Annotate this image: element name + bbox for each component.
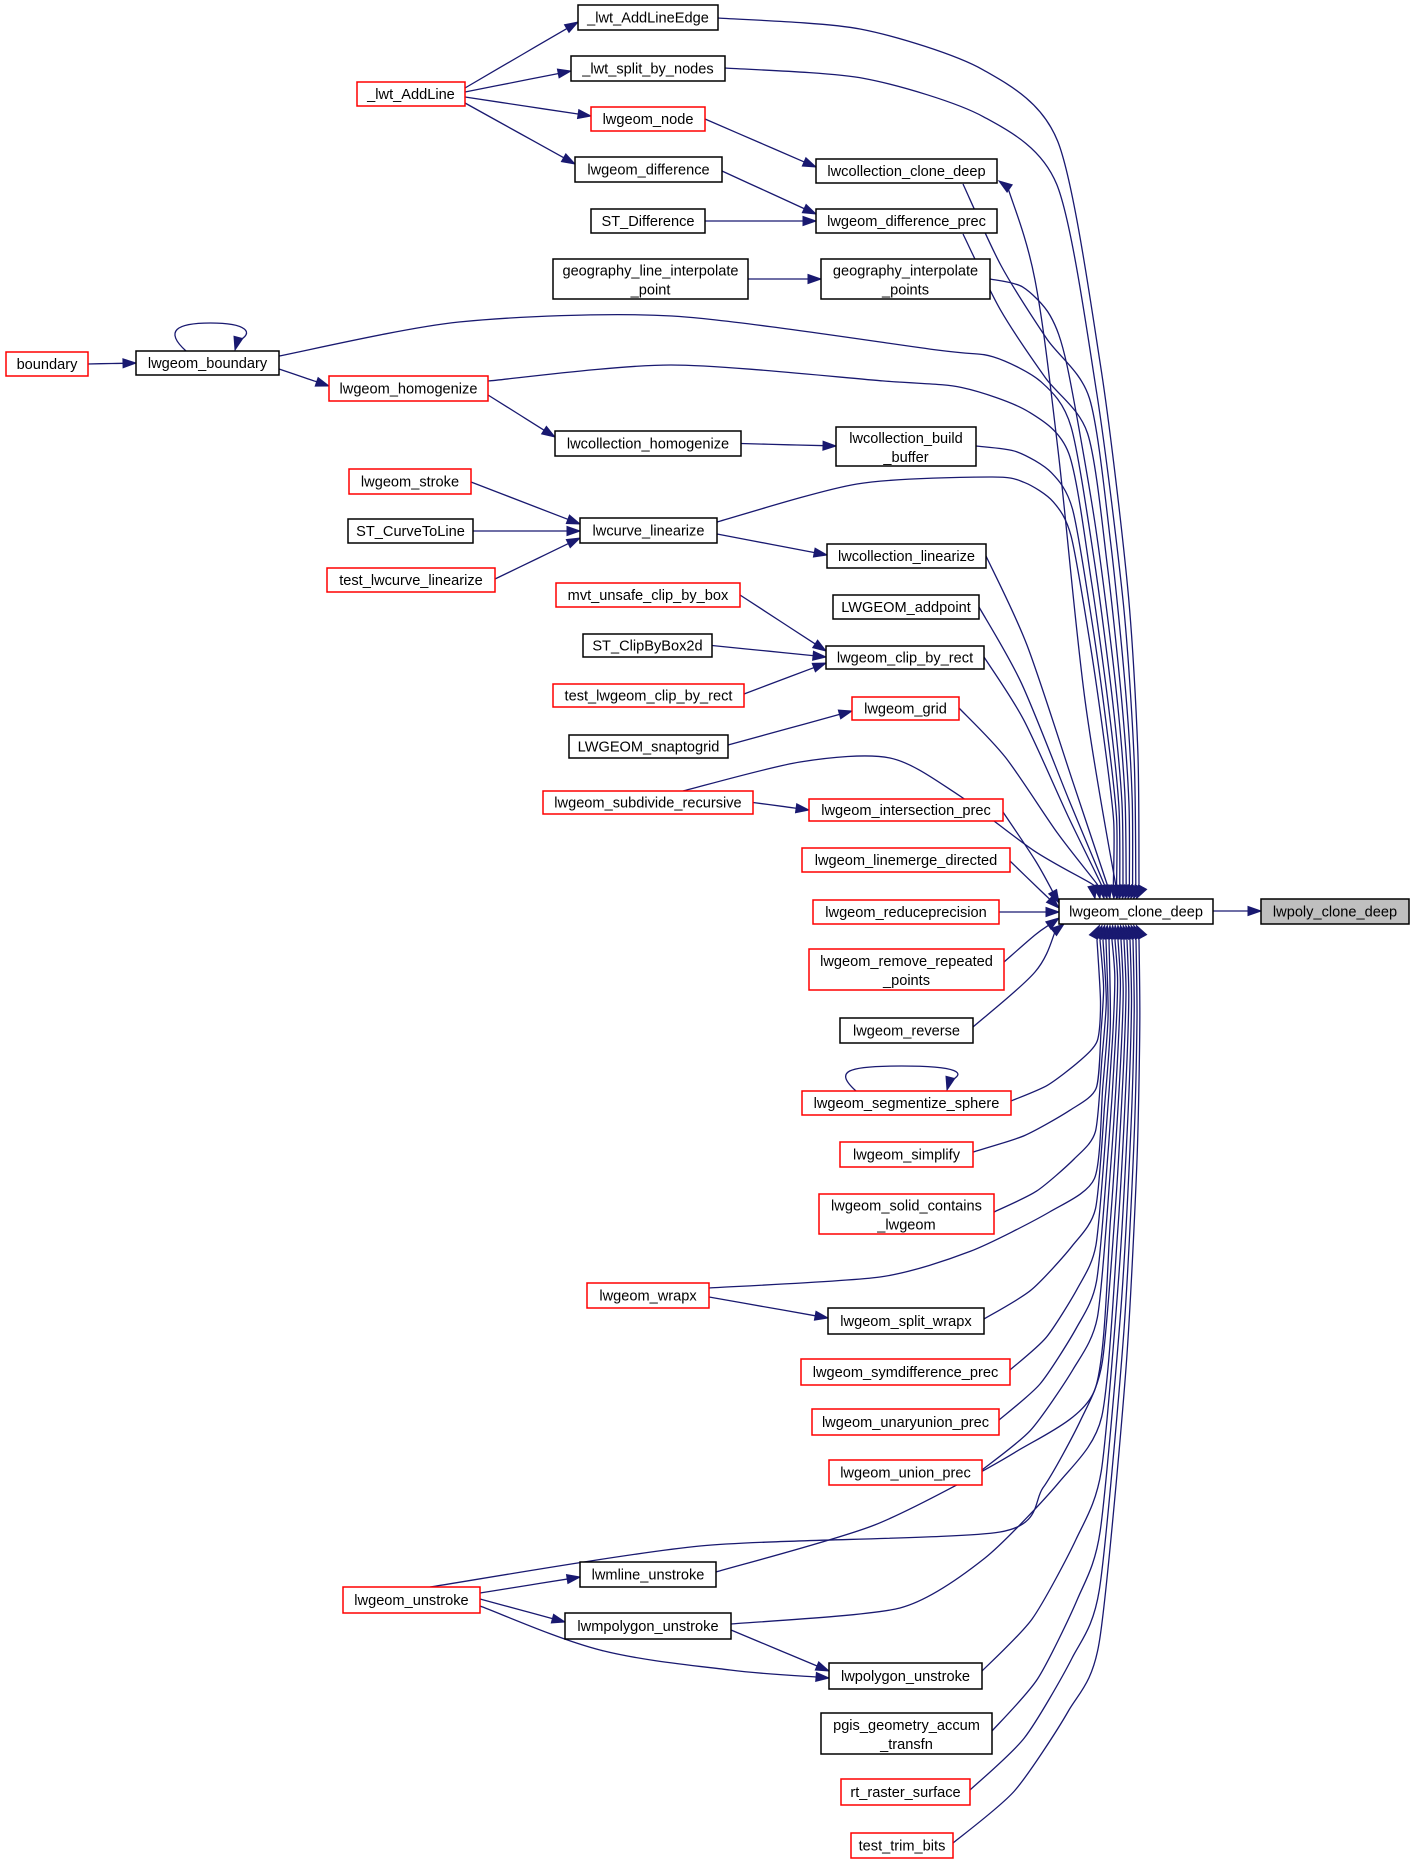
svg-text:lwgeom_segmentize_sphere: lwgeom_segmentize_sphere (814, 1096, 1000, 1112)
svg-text:lwgeom_homogenize: lwgeom_homogenize (340, 382, 478, 398)
svg-text:ST_CurveToLine: ST_CurveToLine (356, 524, 465, 540)
svg-text:lwpolygon_unstroke: lwpolygon_unstroke (841, 1669, 970, 1685)
svg-text:_points: _points (882, 973, 930, 989)
svg-text:geography_line_interpolate: geography_line_interpolate (562, 264, 738, 280)
svg-text:geography_interpolate: geography_interpolate (833, 264, 978, 280)
svg-text:lwgeom_unstroke: lwgeom_unstroke (354, 1593, 468, 1609)
svg-text:lwgeom_stroke: lwgeom_stroke (361, 475, 459, 491)
svg-text:lwmpolygon_unstroke: lwmpolygon_unstroke (577, 1619, 718, 1635)
svg-text:lwgeom_difference: lwgeom_difference (587, 163, 709, 179)
svg-text:mvt_unsafe_clip_by_box: mvt_unsafe_clip_by_box (568, 588, 729, 604)
svg-text:test_lwcurve_linearize: test_lwcurve_linearize (339, 573, 483, 589)
svg-text:lwmline_unstroke: lwmline_unstroke (592, 1568, 705, 1584)
svg-text:lwcollection_homogenize: lwcollection_homogenize (567, 437, 729, 453)
svg-text:lwcollection_clone_deep: lwcollection_clone_deep (827, 164, 985, 180)
svg-text:lwgeom_grid: lwgeom_grid (864, 702, 947, 718)
svg-text:lwgeom_symdifference_prec: lwgeom_symdifference_prec (813, 1365, 999, 1381)
svg-text:lwgeom_split_wrapx: lwgeom_split_wrapx (840, 1314, 972, 1330)
svg-text:ST_Difference: ST_Difference (601, 214, 694, 230)
svg-text:lwgeom_remove_repeated: lwgeom_remove_repeated (820, 954, 993, 970)
svg-text:lwgeom_reduceprecision: lwgeom_reduceprecision (825, 905, 986, 921)
svg-text:_lwt_AddLineEdge: _lwt_AddLineEdge (586, 11, 709, 27)
svg-text:lwgeom_subdivide_recursive: lwgeom_subdivide_recursive (554, 796, 741, 812)
svg-text:lwcurve_linearize: lwcurve_linearize (593, 524, 705, 540)
svg-text:ST_ClipByBox2d: ST_ClipByBox2d (592, 639, 702, 655)
svg-text:pgis_geometry_accum: pgis_geometry_accum (833, 1718, 980, 1734)
svg-text:test_trim_bits: test_trim_bits (859, 1839, 946, 1855)
svg-text:lwgeom_wrapx: lwgeom_wrapx (599, 1289, 697, 1305)
svg-text:boundary: boundary (17, 357, 79, 373)
svg-text:_lwt_split_by_nodes: _lwt_split_by_nodes (581, 62, 713, 78)
svg-text:_lwt_AddLine: _lwt_AddLine (366, 87, 455, 103)
svg-text:lwgeom_clip_by_rect: lwgeom_clip_by_rect (837, 651, 973, 667)
svg-text:LWGEOM_snaptogrid: LWGEOM_snaptogrid (578, 740, 720, 756)
svg-text:lwgeom_node: lwgeom_node (603, 112, 694, 128)
svg-text:lwgeom_clone_deep: lwgeom_clone_deep (1069, 905, 1203, 921)
svg-text:lwgeom_intersection_prec: lwgeom_intersection_prec (821, 803, 991, 819)
svg-text:lwgeom_linemerge_directed: lwgeom_linemerge_directed (815, 853, 998, 869)
svg-text:lwcollection_linearize: lwcollection_linearize (838, 549, 975, 565)
svg-text:test_lwgeom_clip_by_rect: test_lwgeom_clip_by_rect (565, 689, 733, 705)
svg-text:lwgeom_boundary: lwgeom_boundary (148, 356, 268, 372)
svg-text:_buffer: _buffer (882, 450, 928, 466)
svg-text:lwpoly_clone_deep: lwpoly_clone_deep (1273, 905, 1397, 921)
svg-text:lwgeom_simplify: lwgeom_simplify (853, 1148, 961, 1164)
svg-text:lwgeom_solid_contains: lwgeom_solid_contains (831, 1199, 982, 1215)
svg-text:rt_raster_surface: rt_raster_surface (850, 1785, 960, 1801)
svg-text:lwgeom_difference_prec: lwgeom_difference_prec (827, 214, 986, 230)
svg-text:_transfn: _transfn (879, 1737, 933, 1753)
svg-text:_lwgeom: _lwgeom (876, 1218, 935, 1234)
svg-text:lwgeom_unaryunion_prec: lwgeom_unaryunion_prec (822, 1415, 989, 1431)
svg-text:lwgeom_union_prec: lwgeom_union_prec (840, 1466, 971, 1482)
svg-text:lwcollection_build: lwcollection_build (849, 431, 963, 447)
svg-text:_points: _points (881, 283, 929, 299)
svg-text:_point: _point (630, 283, 671, 299)
svg-text:LWGEOM_addpoint: LWGEOM_addpoint (841, 600, 971, 616)
svg-text:lwgeom_reverse: lwgeom_reverse (853, 1024, 960, 1040)
